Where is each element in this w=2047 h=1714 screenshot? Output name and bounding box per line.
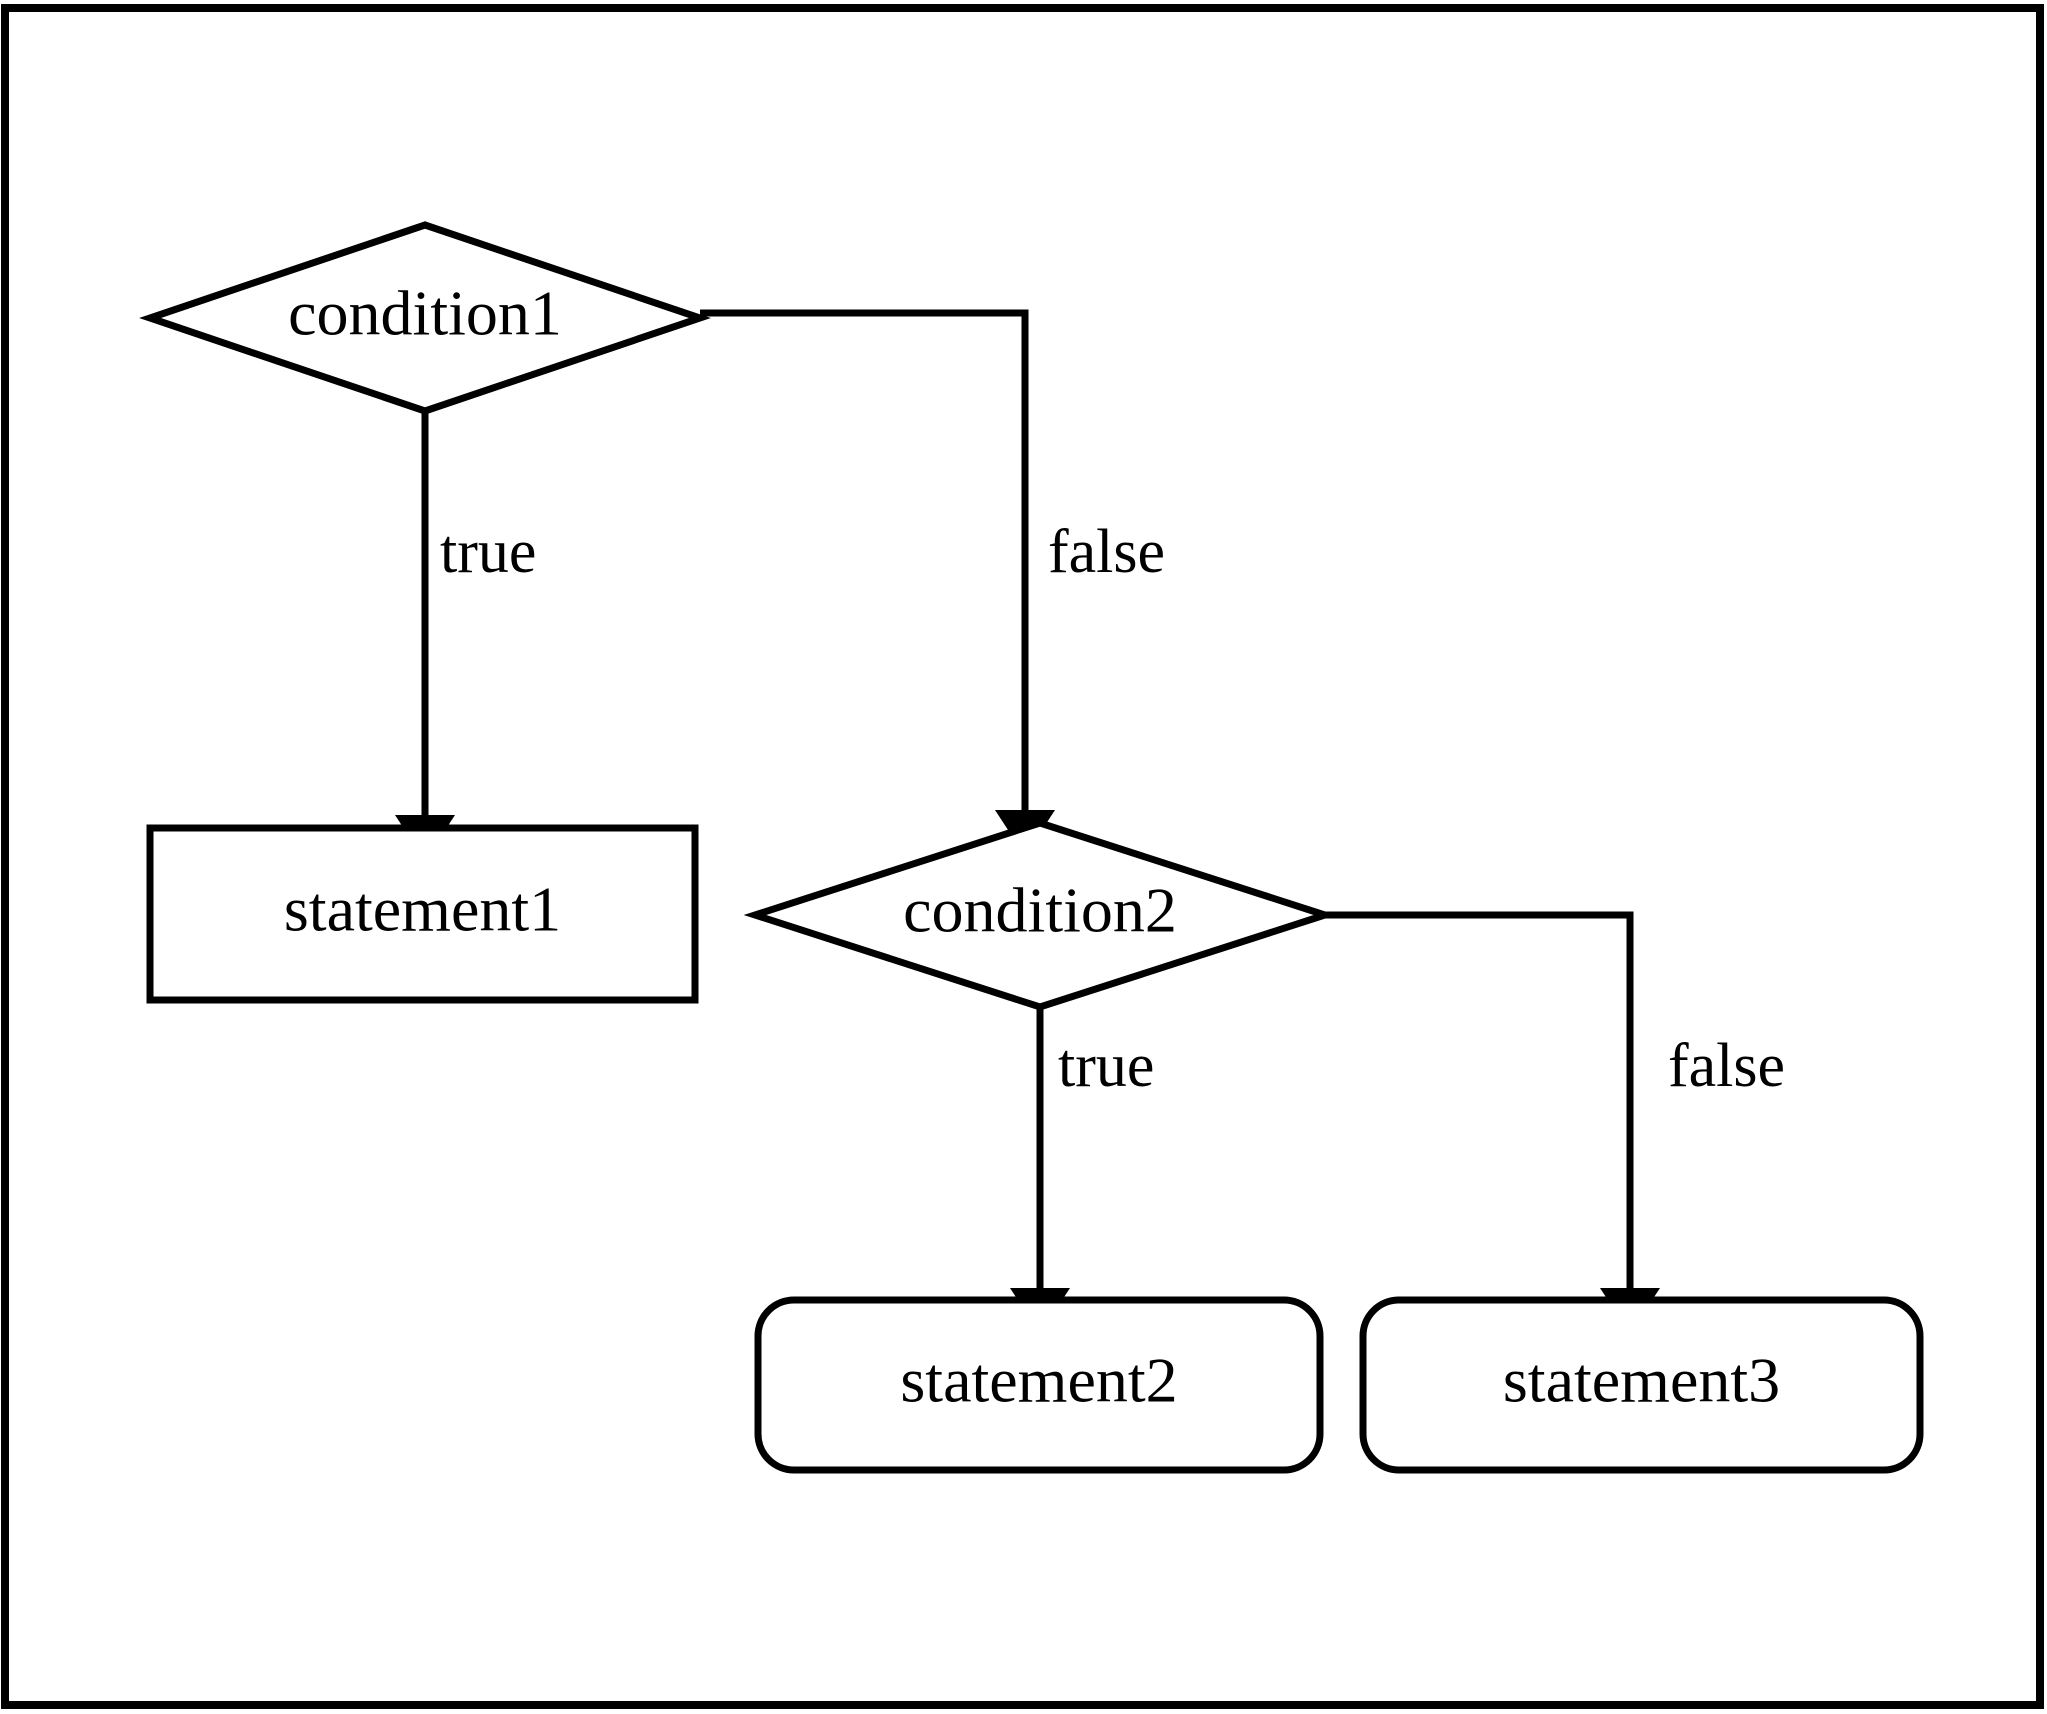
statement2-rounded-rect-shape[interactable] <box>754 1296 1324 1474</box>
edge-condition1-false-line <box>700 309 1029 810</box>
diagram-frame-border <box>1 4 2044 1709</box>
statement1-rect-shape[interactable] <box>146 824 699 1004</box>
edge-condition2-false: false <box>1325 911 1785 1334</box>
edges-group: true false true false <box>395 309 1785 1334</box>
edge-label-false-1: false <box>1048 518 1165 586</box>
edge-label-true-2: true <box>1058 1032 1154 1100</box>
node-condition2[interactable]: condition2 <box>743 819 1337 1011</box>
condition2-diamond-shape[interactable] <box>743 819 1337 1011</box>
statement3-label: statement3 <box>1503 1345 1780 1416</box>
condition1-diamond-shape[interactable] <box>139 221 711 415</box>
edge-label-true-1: true <box>440 518 536 586</box>
edge-label-false-2: false <box>1668 1032 1785 1100</box>
edge-condition2-false-line <box>1325 911 1634 1288</box>
node-statement3[interactable]: statement3 <box>1359 1296 1924 1474</box>
edge-condition1-true: true <box>395 411 536 861</box>
edge-condition2-true: true <box>1010 1007 1154 1334</box>
condition2-label: condition2 <box>903 875 1177 946</box>
statement2-label: statement2 <box>900 1345 1177 1416</box>
statement1-label: statement1 <box>284 874 561 945</box>
condition1-label: condition1 <box>288 278 562 349</box>
statement3-rounded-rect-shape[interactable] <box>1359 1296 1924 1474</box>
node-statement1[interactable]: statement1 <box>146 824 699 1004</box>
node-statement2[interactable]: statement2 <box>754 1296 1324 1474</box>
node-condition1[interactable]: condition1 <box>139 221 711 415</box>
edge-condition1-false: false <box>700 309 1165 856</box>
nodes-group: condition1 statement1 condition2 stateme… <box>139 221 1924 1474</box>
